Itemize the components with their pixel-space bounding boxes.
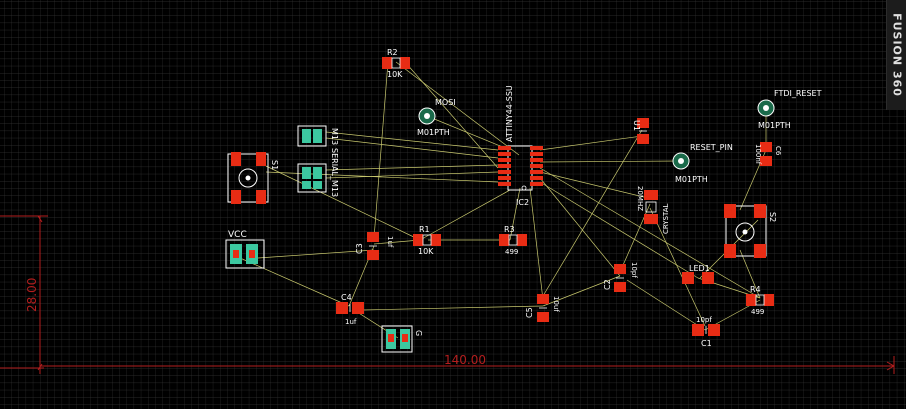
resistor-r3[interactable]: R3 499	[499, 225, 527, 256]
capacitor-c6[interactable]: U1	[632, 118, 649, 144]
mosi-value: M01PTH	[417, 128, 450, 137]
c4-name: C4	[341, 293, 352, 302]
connector-reset-pin[interactable]: RESET_PIN M01PTH	[672, 143, 733, 184]
r2-name: R2	[387, 48, 398, 57]
reset-pin-value: M01PTH	[675, 175, 708, 184]
capacitor-c5[interactable]: C5 10uf	[525, 294, 560, 322]
switch-s1[interactable]: S1	[227, 152, 279, 204]
ic-attiny44[interactable]: ATTINY44-SSU IC2	[498, 85, 543, 207]
c5-value: 10uf	[552, 296, 560, 312]
ic2-name: IC2	[516, 198, 529, 207]
ftdi-reset-name: FTDI_RESET	[774, 89, 822, 98]
r3-name: R3	[504, 225, 515, 234]
crystal-value: 20MHZ	[636, 186, 644, 211]
led-1[interactable]: LED1	[682, 264, 714, 284]
dimension-width-label: 140.00	[444, 353, 486, 367]
crystal-20mhz[interactable]: 20MHZ CRYSTAL	[636, 186, 670, 234]
ic2-value: ATTINY44-SSU	[505, 85, 514, 142]
resistor-r4[interactable]: R4 499	[746, 285, 774, 316]
connector-mosi[interactable]: MOSI M01PTH	[417, 98, 456, 137]
c6-name: C6	[774, 146, 782, 156]
resistor-r1[interactable]: R1 10K	[413, 225, 441, 256]
part-serial[interactable]: SERIAL_M13	[297, 148, 339, 197]
part-gnd[interactable]: G	[381, 325, 423, 353]
dimension-height-label: 28.00	[25, 278, 39, 312]
r1-name: R1	[419, 225, 430, 234]
r2-value: 10K	[387, 70, 403, 79]
r1-value: 10K	[418, 247, 434, 256]
c2-value: 10pf	[630, 262, 638, 278]
part-m13[interactable]: M13	[297, 125, 339, 147]
c3-value: 1uf	[386, 236, 394, 248]
switch-s2[interactable]: S2	[724, 204, 777, 258]
c6-value: 100nf	[754, 144, 762, 165]
capacitor-c2[interactable]: C2 10pf	[603, 262, 638, 292]
ftdi-reset-value: M01PTH	[758, 121, 791, 130]
mosi-name: MOSI	[435, 98, 456, 107]
crystal-name: CRYSTAL	[662, 203, 670, 234]
c1-name: C1	[701, 339, 712, 348]
reset-pin-name: RESET_PIN	[690, 143, 733, 152]
c2-name: C2	[603, 279, 612, 290]
led1-label: LED1	[689, 264, 710, 273]
c3-name: C3	[355, 243, 364, 254]
capacitor-c3[interactable]: C3 1uf	[355, 232, 394, 260]
brand-label: FUSION 360	[890, 13, 904, 97]
gnd-label: G	[414, 330, 423, 336]
connector-ftdi-reset[interactable]: FTDI_RESET M01PTH	[757, 89, 822, 130]
dimension-lines	[0, 215, 895, 374]
serial-label: SERIAL_M13	[330, 148, 339, 197]
c4-value: 1uf	[345, 318, 357, 326]
capacitor-100nf[interactable]: 100nf C6	[754, 142, 782, 166]
r4-name: R4	[750, 285, 761, 294]
r3-value: 499	[505, 248, 518, 256]
c5-name: C5	[525, 307, 534, 318]
fusion-360-tab[interactable]: FUSION 360	[886, 0, 906, 110]
c1-value: 10pf	[696, 316, 712, 324]
r4-value: 499	[751, 308, 764, 316]
capacitor-c4[interactable]: C4 1uf	[336, 293, 364, 326]
m13-label: M13	[330, 128, 339, 145]
u1-label: U1	[632, 120, 641, 131]
s2-label: S2	[768, 212, 777, 222]
part-vcc[interactable]: VCC	[225, 230, 265, 269]
capacitor-c1[interactable]: 10pf C1	[692, 316, 720, 348]
s1-label: S1	[270, 160, 279, 170]
vcc-label: VCC	[228, 230, 247, 240]
resistor-r2[interactable]: R2 10K	[382, 48, 410, 79]
